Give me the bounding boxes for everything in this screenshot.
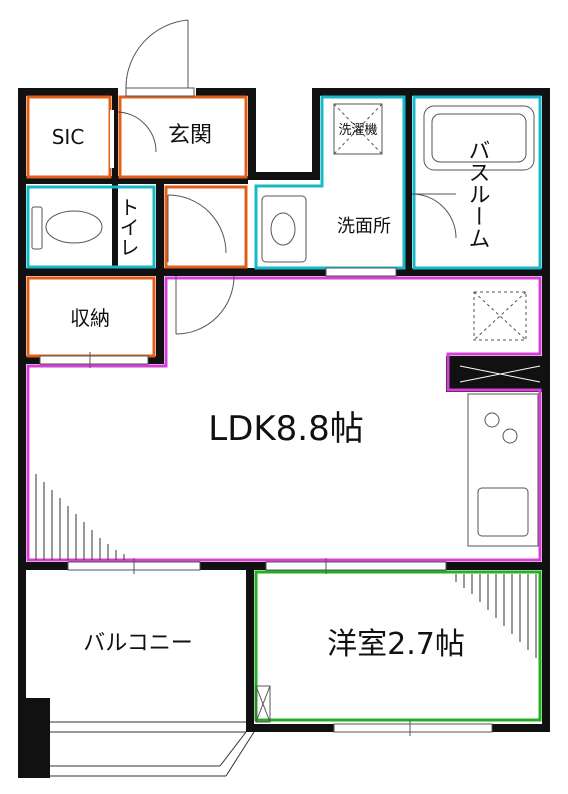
ldk-label: LDK8.8帖: [208, 409, 364, 449]
hatching-ldk: [35, 474, 125, 560]
bathroom-outline: [412, 95, 542, 270]
stove-burner-icon: [484, 412, 500, 428]
hatching-room: [455, 574, 537, 658]
room-window: [333, 723, 493, 733]
inner-wall-2: [26, 268, 542, 276]
sic-door-swing: [117, 111, 157, 153]
bath-door-swing: [411, 193, 457, 239]
refrigerator-icon: [473, 291, 527, 341]
washer-label: 洗濯機: [338, 123, 377, 138]
balcony-pillar: [18, 698, 50, 778]
kitchen-counter-icon: [467, 393, 539, 547]
bathtub-icon: [423, 105, 535, 171]
bathroom-label: バスルーム: [465, 139, 490, 249]
inner-wall-5: [404, 96, 412, 272]
sic-label: SIC: [52, 125, 85, 149]
top-wall-left: [18, 88, 118, 96]
balcony-divider-wall: [246, 570, 254, 732]
room-sliding-door: [265, 561, 447, 571]
fixtures: [31, 103, 541, 723]
toilet-label: トイレ: [116, 197, 140, 257]
ldk-outline: [26, 276, 542, 562]
balcony-label: バルコニー: [83, 631, 193, 656]
vanity-icon: [261, 195, 307, 263]
right-wall: [542, 88, 550, 732]
washbasin-icon: [270, 212, 296, 246]
notch-wall-right: [312, 88, 320, 180]
western-room-outline: [254, 570, 542, 722]
toilet-bowl-icon: [45, 210, 103, 244]
stove-burner-icon: [502, 428, 518, 444]
doors: [110, 19, 457, 335]
washroom-label: 洗面所: [337, 216, 391, 237]
kitchen-sink-icon: [477, 487, 529, 537]
inner-door-swing: [167, 194, 227, 254]
top-wall-right: [312, 88, 550, 96]
toilet-tank-icon: [31, 206, 43, 250]
kitchen-wall-block: [446, 356, 542, 392]
washroom-outline: [254, 95, 406, 270]
western-room-label: 洋室2.7帖: [327, 627, 465, 662]
left-wall: [18, 88, 26, 778]
washing-machine-icon: [333, 103, 383, 155]
toilet-outline: [26, 185, 156, 269]
meter-box-icon: [255, 685, 271, 723]
room-outlines: [26, 95, 542, 722]
entrance-step-outline: [164, 185, 248, 269]
entrance-label: 玄関: [168, 123, 212, 148]
front-door-frame: [125, 87, 195, 97]
openings: [39, 267, 493, 736]
top-wall-mid: [196, 88, 256, 96]
washroom-sliding-door: [325, 267, 397, 277]
front-door-swing: [125, 19, 189, 89]
notch-wall-left: [248, 88, 256, 180]
ldk-door-swing: [175, 275, 235, 335]
notch-wall-bottom: [248, 172, 320, 180]
inner-wall-1: [26, 176, 248, 184]
storage-sliding-door: [39, 355, 149, 365]
entrance-outline: [118, 95, 248, 179]
balcony-railing: [50, 721, 255, 777]
storage-label: 収納: [70, 306, 110, 330]
inner-wall-4: [156, 184, 164, 360]
